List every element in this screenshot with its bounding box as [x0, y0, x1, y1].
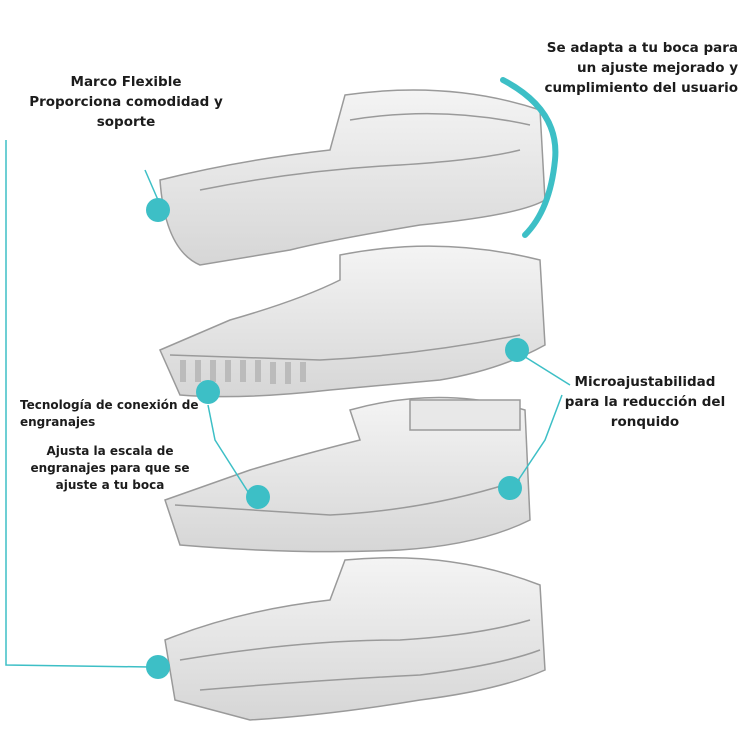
label-micro: Microajustabilidad para la reducción del…	[555, 372, 735, 432]
gear-plate-upper	[159, 245, 546, 398]
hotspot-dot	[498, 476, 522, 500]
label-line: Marco Flexible	[70, 74, 182, 90]
connector-lines	[5, 140, 571, 668]
label-line: Microajustabilidad	[574, 374, 716, 390]
label-line: soporte	[96, 114, 156, 130]
label-line: engranajes para que se	[30, 461, 190, 475]
label-line: un ajuste mejorado y	[577, 60, 738, 76]
hotspot-dot	[146, 198, 170, 222]
label-line: para la reducción del	[564, 394, 726, 410]
hotspot-dot	[196, 380, 220, 404]
label-flexible-frame: Marco Flexible Proporciona comodidad y s…	[10, 72, 242, 132]
label-gear-tech: Tecnología de conexión de engranajes	[20, 397, 210, 431]
label-line: Se adapta a tu boca para	[546, 40, 738, 56]
label-line: ronquido	[610, 414, 680, 430]
gear-plate-lower	[164, 396, 531, 553]
label-line: Proporciona comodidad y	[29, 94, 223, 110]
hotspot-dot	[505, 338, 529, 362]
label-line: Tecnología de conexión de	[20, 398, 199, 412]
hotspot-dot	[146, 655, 170, 679]
label-line: cumplimiento del usuario	[544, 80, 738, 96]
bottom-tray-layer	[164, 557, 546, 721]
label-line: ajuste a tu boca	[55, 478, 165, 492]
label-gear-scale: Ajusta la escala de engranajes para que …	[20, 443, 200, 494]
top-tray-layer	[159, 89, 546, 266]
label-line: Ajusta la escala de	[46, 444, 174, 458]
hotspot-dots	[146, 198, 529, 679]
accent-arc	[500, 77, 559, 238]
hotspot-dot	[246, 485, 270, 509]
label-line: engranajes	[20, 415, 96, 429]
label-adapts: Se adapta a tu boca para un ajuste mejor…	[478, 38, 738, 98]
